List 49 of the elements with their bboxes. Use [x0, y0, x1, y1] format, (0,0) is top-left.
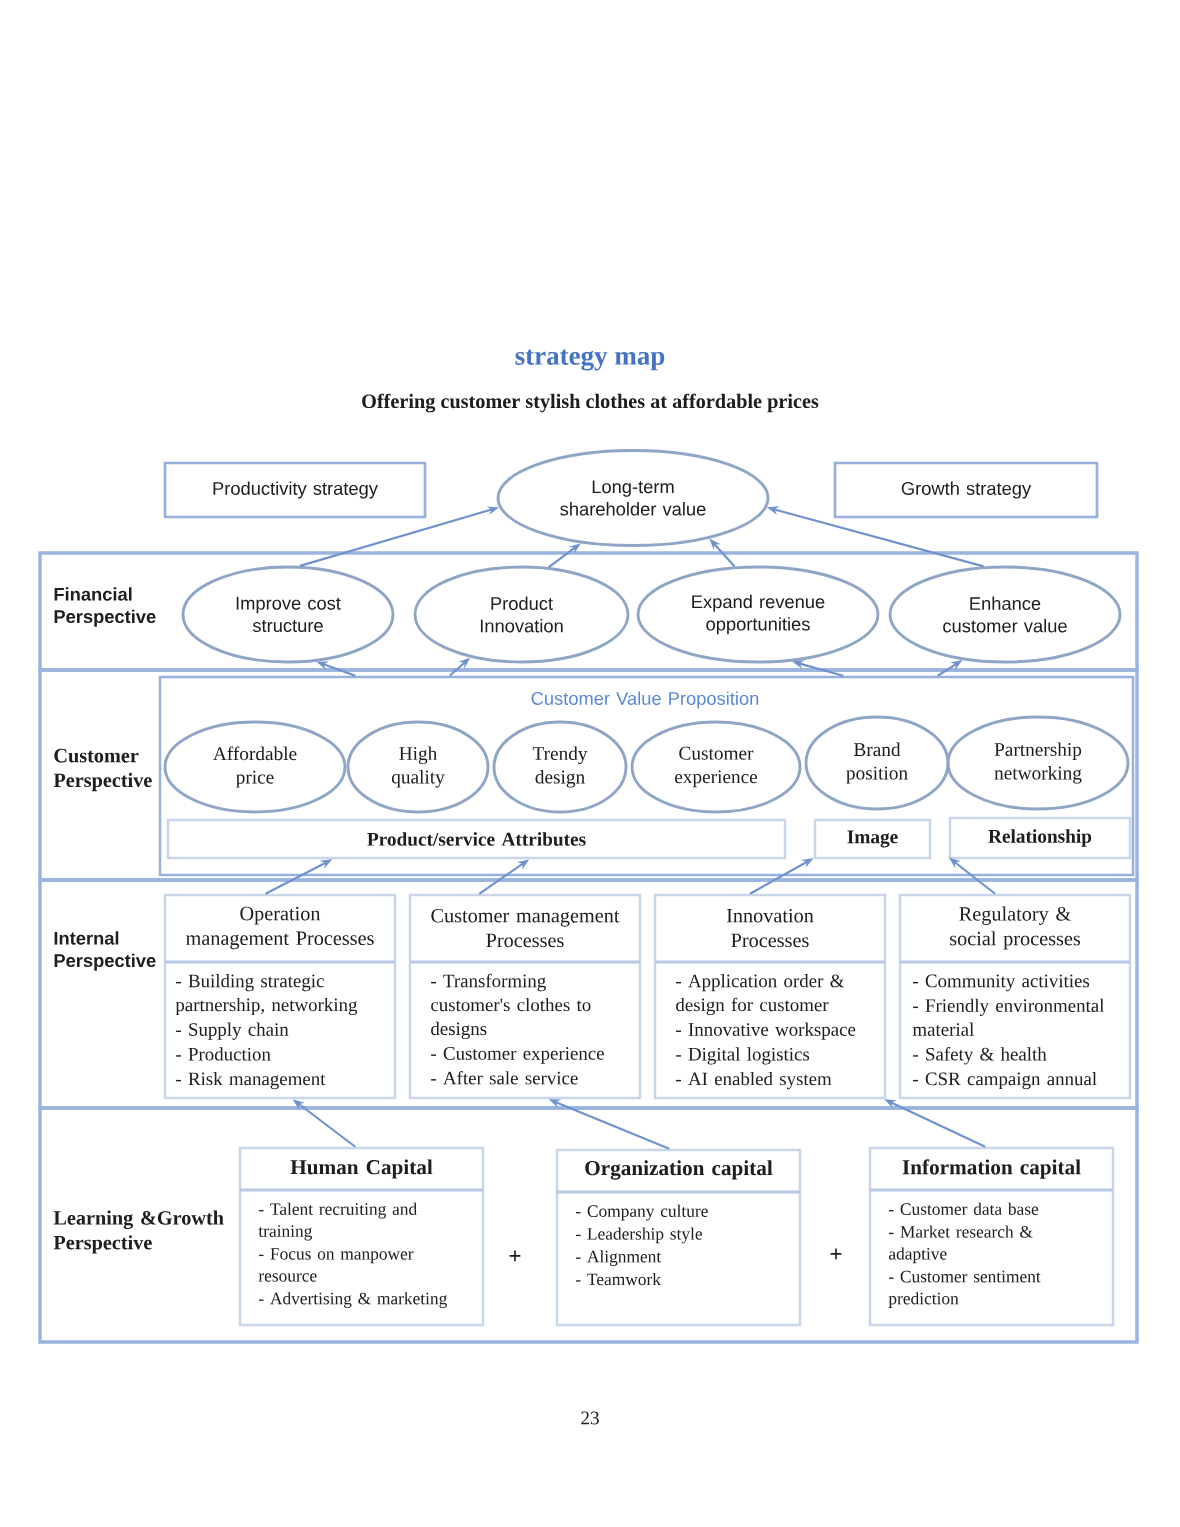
- strategy-box: Growth strategy: [833, 461, 1099, 519]
- list-item: - Alignment: [576, 1250, 662, 1267]
- list-item: - Focus on manpower resource: [258, 1248, 414, 1282]
- attribute-box: Image: [813, 818, 932, 860]
- box-heading: Human Capital: [290, 1159, 433, 1179]
- list-item: - AI enabled system: [676, 1071, 832, 1090]
- capital-box: [868, 1146, 1115, 1327]
- box-heading: Innovation Processes: [726, 908, 814, 948]
- list-item: - After sale service: [431, 1071, 578, 1085]
- box-heading: Information capital: [902, 1159, 1081, 1179]
- plus-sign: +: [830, 1248, 842, 1260]
- list-item: - Talent recruiting and training: [258, 1202, 417, 1241]
- attribute-box: Relationship: [948, 816, 1132, 860]
- process-box: [653, 893, 887, 1100]
- list-item: - Supply chain: [176, 1022, 289, 1040]
- list-item: - Transforming customer's clothes to designs: [431, 973, 591, 1040]
- subtitle: Offering customer stylish clothes at affordable prices: [362, 393, 819, 413]
- list-item: - Customer sentiment prediction: [888, 1270, 1041, 1308]
- list-item: - Production: [176, 1047, 271, 1061]
- list-item: - Advertising & marketing: [259, 1292, 447, 1308]
- list-item: - Digital logistics: [676, 1047, 810, 1065]
- process-box: [898, 893, 1132, 1100]
- list-item: - Risk management: [176, 1071, 326, 1090]
- plus-sign: +: [509, 1250, 521, 1262]
- capital-box: [238, 1146, 485, 1327]
- list-item: - Safety & health: [913, 1047, 1047, 1065]
- list-item: - CSR campaign annual: [913, 1071, 1097, 1090]
- list-item: - Innovative workspace: [676, 1022, 856, 1040]
- list-item: - Customer data base: [889, 1202, 1039, 1215]
- box-heading: Regulatory & social processes: [950, 906, 1081, 950]
- list-item: - Customer experience: [431, 1047, 604, 1064]
- list-item: - Company culture: [576, 1204, 708, 1221]
- strategy-box: Productivity strategy: [163, 461, 427, 519]
- box-heading: Customer management Processes: [431, 908, 620, 948]
- box-heading: Organization capital: [585, 1160, 773, 1180]
- list-item: - Teamwork: [576, 1273, 661, 1286]
- process-box: [163, 893, 397, 1100]
- box-heading: Operation management Processes: [186, 906, 374, 950]
- list-item: - Community activities: [913, 974, 1090, 992]
- list-item: - Friendly environmental material: [912, 998, 1105, 1036]
- list-item: - Application order & design for customer: [676, 974, 844, 1016]
- list-item: - Building strategic partnership, networking: [175, 974, 358, 1016]
- list-item: - Market research & adaptive: [889, 1225, 1033, 1264]
- capital-box: [555, 1148, 802, 1327]
- attribute-box: Product/service Attributes: [166, 818, 787, 860]
- list-item: - Leadership style: [576, 1227, 702, 1244]
- process-box: [408, 893, 642, 1100]
- page-number: 23: [581, 1411, 599, 1425]
- title: strategy map: [515, 349, 665, 371]
